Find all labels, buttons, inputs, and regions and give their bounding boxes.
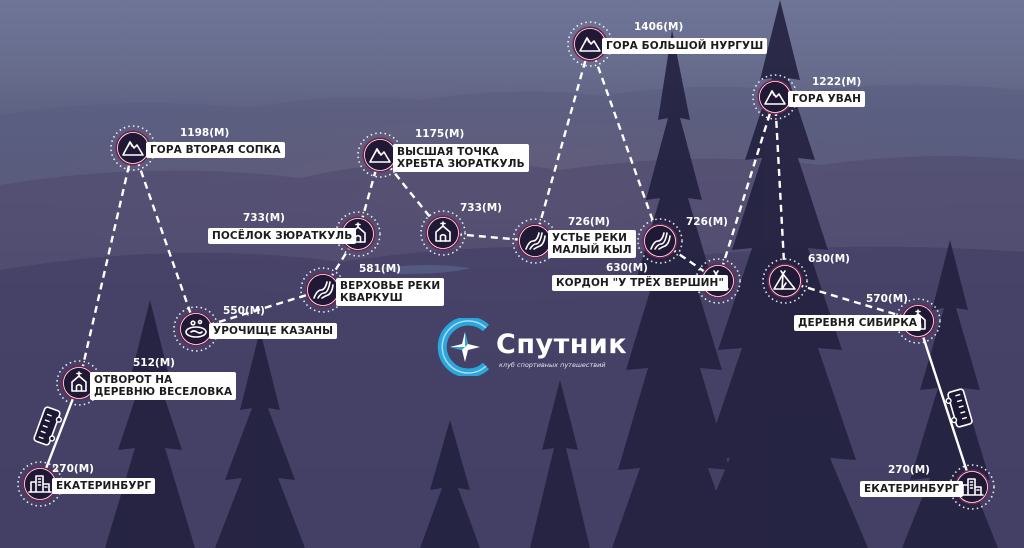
- waypoint-camp-630: [762, 258, 808, 304]
- river-icon: [313, 281, 334, 299]
- route-segment-tri-vershiny-uvan: [716, 96, 777, 282]
- waypoint-label-line: ОТВОРОТ НА: [94, 374, 173, 386]
- mountain-icon: [764, 90, 786, 105]
- waypoint-village-733: [420, 210, 466, 256]
- waypoint-label-vtoraya-sopka: ГОРА ВТОРАЯ СОПКА: [146, 142, 285, 158]
- altitude-river-726: 726(М): [686, 216, 728, 228]
- altitude-camp-630: 630(М): [808, 253, 850, 265]
- waypoint-label-line: ПОСЁЛОК ЗЮРАТКУЛЬ: [212, 230, 353, 242]
- altitude-vtoraya-sopka: 1198(М): [180, 127, 230, 139]
- waypoint-label-line: ЕКАТЕРИНБУРГ: [864, 483, 960, 495]
- route-segment-nurgush-river-726: [588, 43, 662, 242]
- waypoint-label-uvan: ГОРА УВАН: [788, 91, 866, 107]
- waypoint-kvarkush: [300, 267, 346, 313]
- city-icon: [960, 478, 984, 496]
- river-icon: [525, 232, 546, 250]
- mountain-icon: [579, 37, 601, 52]
- waypoint-zyuratkul-peak: [357, 132, 403, 178]
- route-segment-uvan-camp-630: [773, 96, 787, 282]
- waypoint-label-line: КВАРКУШ: [340, 292, 403, 304]
- waypoint-label-ekb-start: ЕКАТЕРИНБУРГ: [52, 478, 156, 494]
- waypoint-ekb-end: [949, 464, 995, 510]
- waypoint-label-line: УРОЧИЩЕ КАЗАНЫ: [213, 325, 334, 337]
- waypoint-label-line: МАЛЫЙ КЫЛ: [552, 244, 632, 256]
- river-icon: [650, 232, 671, 250]
- waypoint-ekb-start: [17, 461, 63, 507]
- bus-icon: [945, 388, 973, 428]
- waypoint-label-line: ВЫСШАЯ ТОЧКА: [397, 146, 499, 158]
- sputnik-logo: Спутник клуб спортивных путешествий: [436, 316, 627, 378]
- altitude-zyuratkul-peak: 1175(М): [415, 128, 465, 140]
- waypoint-label-line: УСТЬЕ РЕКИ: [552, 232, 628, 244]
- altitude-village-733: 733(М): [460, 202, 502, 214]
- waypoint-label-kazany: УРОЧИЩЕ КАЗАНЫ: [209, 323, 338, 339]
- altitude-kazany: 550(М): [223, 305, 265, 317]
- logo-name: Спутник: [496, 329, 628, 360]
- altitude-uvan: 1222(М): [812, 76, 862, 88]
- waypoint-label-line: КОРДОН "У ТРЁХ ВЕРШИН": [556, 277, 725, 289]
- waypoint-label-line: ДЕРЕВНЮ ВЕСЕЛОВКА: [94, 386, 233, 398]
- mountain-icon: [369, 148, 391, 163]
- waypoint-river-726: [637, 218, 683, 264]
- church-icon: [435, 221, 451, 242]
- altitude-kvarkush: 581(М): [359, 263, 401, 275]
- waypoint-kazany: [173, 306, 219, 352]
- altitude-ekb-end: 270(М): [888, 464, 930, 476]
- waypoint-label-line: ГОРА ВТОРАЯ СОПКА: [150, 144, 281, 156]
- waypoint-label-tri-vershiny: КОРДОН "У ТРЁХ ВЕРШИН": [552, 275, 729, 291]
- altitude-sibirka: 570(М): [866, 293, 908, 305]
- route-segment-sibirka-ekb-end: [916, 320, 974, 488]
- city-icon: [28, 475, 52, 493]
- waypoint-label-sibirka: ДЕРЕВНЯ СИБИРКА: [794, 315, 922, 331]
- waypoint-vtoraya-sopka: [110, 125, 156, 171]
- altitude-maly-kyl: 726(М): [568, 216, 610, 228]
- bus-markers: [33, 388, 973, 446]
- altitude-veselovka: 512(М): [133, 357, 175, 369]
- waypoint-label-line: ХРЕБТА ЗЮРАТКУЛЬ: [397, 158, 525, 170]
- altitude-zyuratkul-village: 733(М): [243, 212, 285, 224]
- route-segment-vtoraya-sopka-kazany: [131, 147, 198, 330]
- logo-tagline: клуб спортивных путешествий: [499, 361, 606, 369]
- tent-icon: [773, 270, 796, 290]
- waypoint-label-ekb-end: ЕКАТЕРИНБУРГ: [860, 481, 964, 497]
- waypoint-label-line: ГОРА БОЛЬШОЙ НУРГУШ: [606, 40, 764, 52]
- sputnik-emblem-icon: [437, 316, 490, 378]
- waypoint-label-nurgush: ГОРА БОЛЬШОЙ НУРГУШ: [602, 38, 768, 54]
- route-segment-veselovka-vtoraya-sopka: [77, 147, 135, 384]
- church-icon: [71, 371, 87, 392]
- waypoint-label-line: ВЕРХОВЬЕ РЕКИ: [340, 280, 441, 292]
- altitude-tri-vershiny: 630(М): [606, 262, 648, 274]
- altitude-ekb-start: 270(М): [52, 463, 94, 475]
- waypoint-label-line: ЕКАТЕРИНБУРГ: [56, 480, 152, 492]
- bus-icon: [33, 406, 62, 446]
- altitude-nurgush: 1406(М): [634, 21, 684, 33]
- pond-icon: [185, 319, 207, 338]
- waypoint-label-line: ДЕРЕВНЯ СИБИРКА: [798, 317, 918, 329]
- waypoint-label-line: ГОРА УВАН: [792, 93, 862, 105]
- route-segment-maly-kyl-nurgush: [533, 43, 592, 242]
- waypoint-label-zyuratkul-village: ПОСЁЛОК ЗЮРАТКУЛЬ: [208, 228, 357, 244]
- route-segment-ekb-start-veselovka: [38, 382, 81, 485]
- mountain-icon: [122, 141, 144, 156]
